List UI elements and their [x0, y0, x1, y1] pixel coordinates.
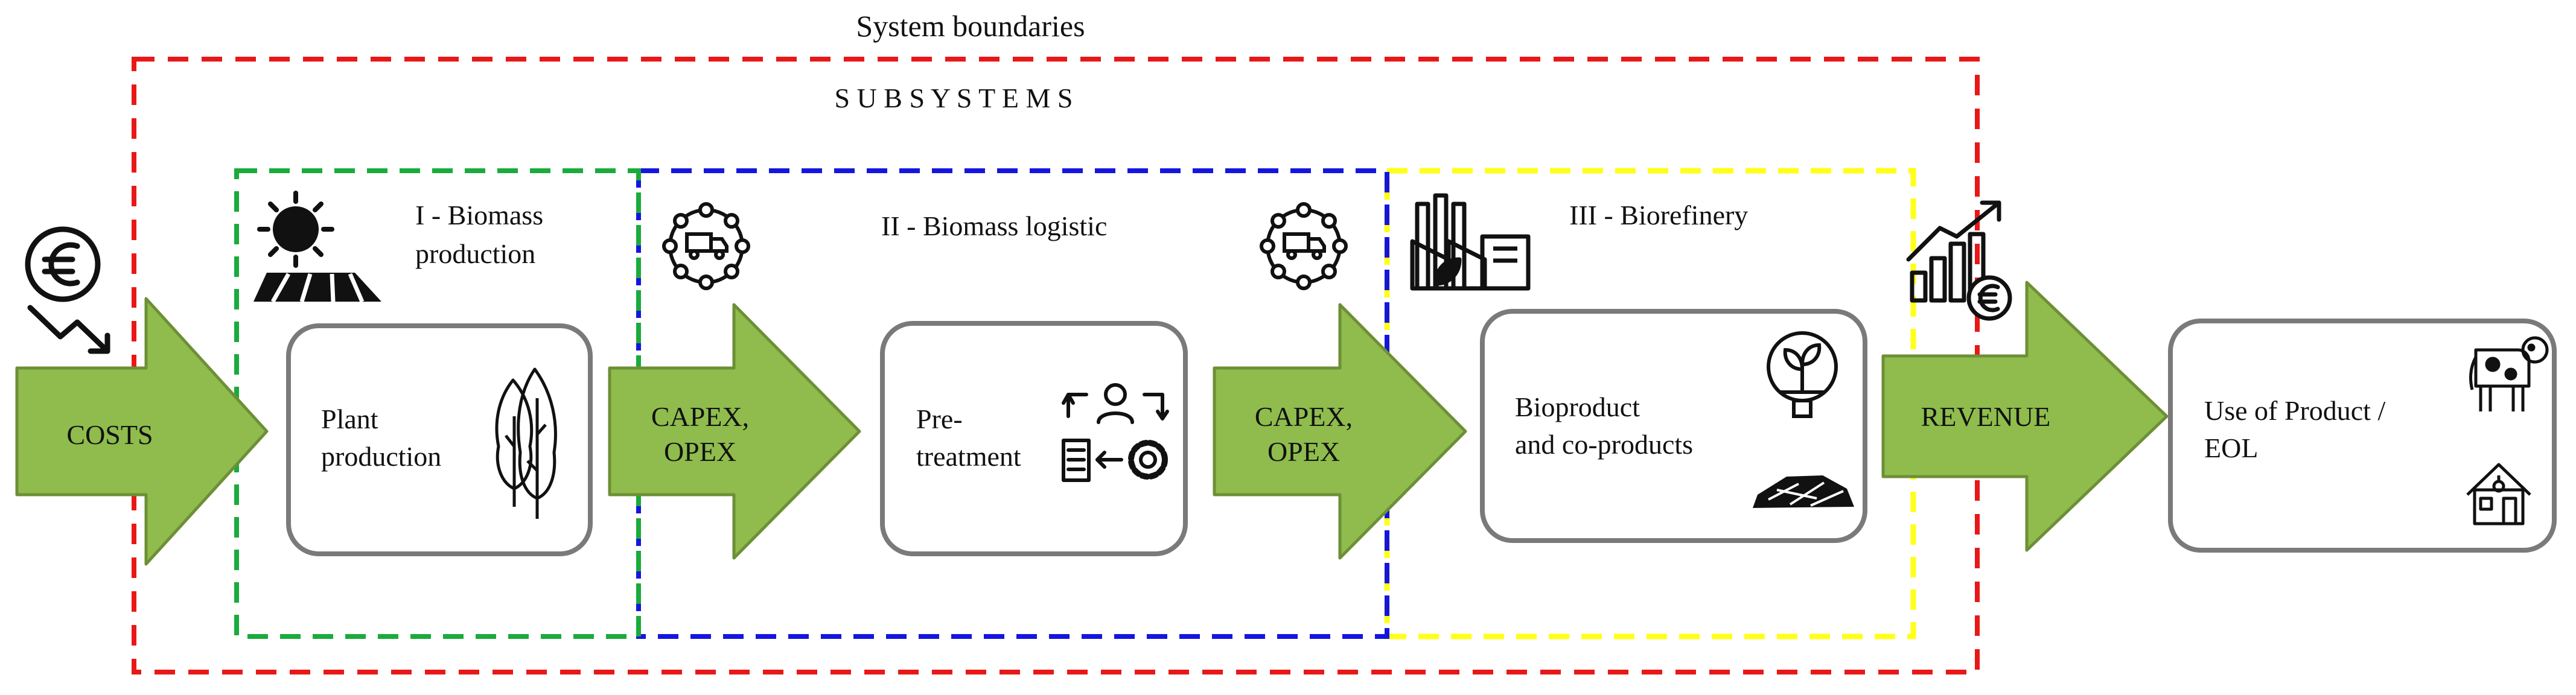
- bioproduct-label-line2: and co-products: [1515, 429, 1693, 460]
- biorefinery-factory-icon: [1410, 193, 1531, 291]
- truck-network-icon-2: [1260, 202, 1348, 290]
- use-of-product-box: [2168, 319, 2557, 553]
- pretreatment-label-line1: Pre-: [916, 404, 963, 434]
- subsystem-3-title: III - Biorefinery: [1569, 200, 1748, 230]
- subsystem-1-title-line1: I - Biomass: [415, 200, 543, 230]
- pretreatment-box: [880, 321, 1188, 556]
- capex-opex-1-line1: CAPEX,: [651, 401, 749, 432]
- cow-icon: [2469, 336, 2549, 411]
- wood-chips-icon: [1753, 475, 1854, 508]
- house-thermometer-icon: [2466, 463, 2531, 525]
- plant-production-box: [286, 323, 593, 556]
- subsystem-2-title: II - Biomass logistic: [881, 211, 1107, 241]
- use-of-product-label-line1: Use of Product /: [2204, 395, 2385, 426]
- capex-opex-2-line1: CAPEX,: [1255, 401, 1353, 432]
- sun-over-field-icon: [253, 191, 381, 303]
- costs-label: COSTS: [66, 419, 153, 450]
- plant-production-label-line1: Plant: [321, 404, 378, 434]
- revenue-label: REVENUE: [1921, 401, 2051, 432]
- subsystem-1-title-line2: production: [415, 238, 535, 269]
- pretreatment-label-line2: treatment: [916, 441, 1021, 472]
- capex-opex-arrow-1: [608, 303, 861, 560]
- plant-production-label-line2: production: [321, 441, 441, 472]
- truck-network-icon: [662, 202, 750, 290]
- revenue-arrow: [1881, 281, 2169, 552]
- use-of-product-label-line2: EOL: [2204, 433, 2258, 463]
- subsystems-label: S U B S Y S T E M S: [835, 83, 1073, 113]
- worker-process-gear-icon: [1062, 383, 1169, 482]
- seedling-cycle-icon: [1767, 331, 1838, 418]
- bioproduct-label-line1: Bioproduct: [1515, 392, 1640, 422]
- diagram-title: System boundaries: [856, 9, 1085, 43]
- euro-decreasing-icon: [25, 226, 110, 354]
- costs-arrow: [15, 297, 269, 566]
- capex-opex-1-line2: OPEX: [664, 436, 736, 467]
- capex-opex-arrow-2: [1213, 303, 1467, 560]
- capex-opex-2-line2: OPEX: [1267, 436, 1340, 467]
- rising-chart-euro-icon: [1906, 200, 2012, 321]
- poplar-trees-icon: [495, 367, 557, 519]
